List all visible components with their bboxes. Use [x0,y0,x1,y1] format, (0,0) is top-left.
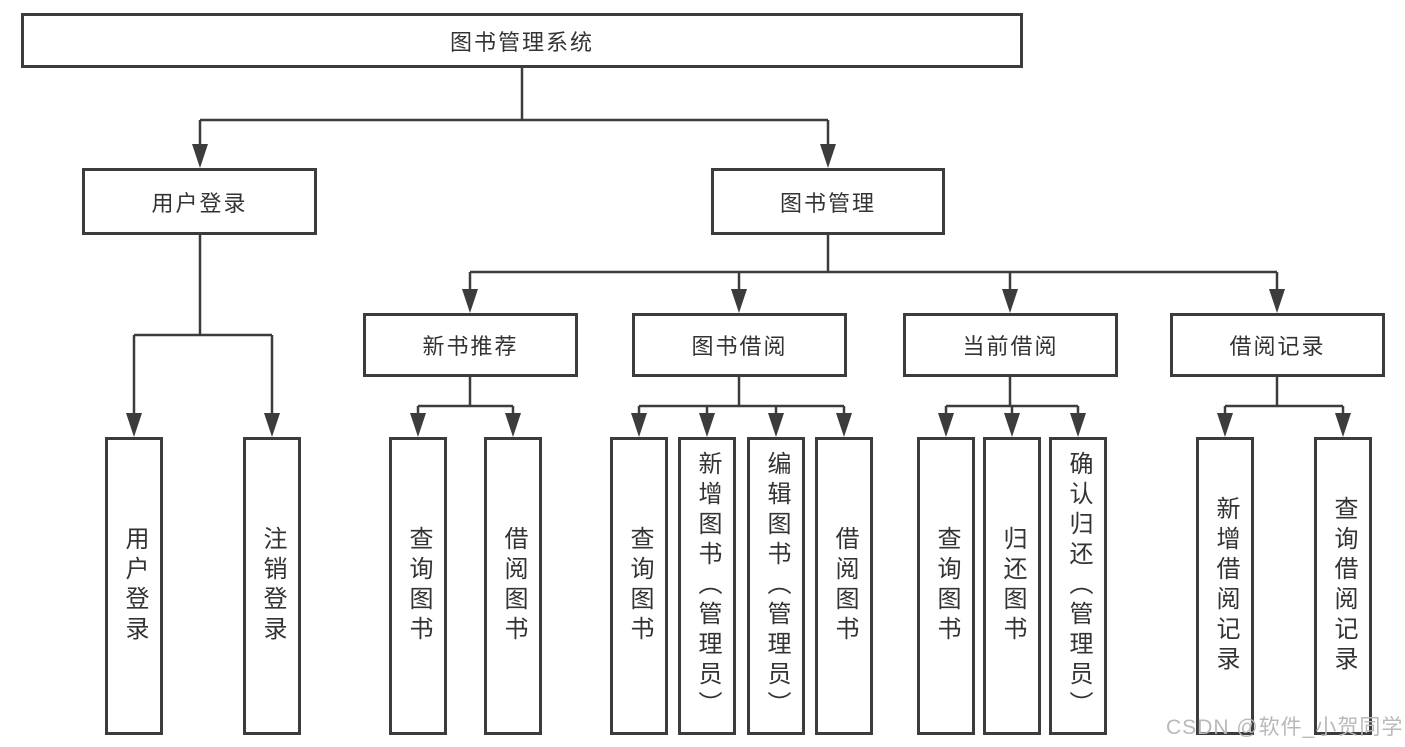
csdn-watermark: CSDN @软件_小贺同学 [1166,716,1404,739]
leaf-query-borrow-record-label: 查询借阅记录 [1330,496,1357,676]
leaf-borrow-books-recommend-label: 借阅图书 [500,526,527,646]
node-book-management-label: 图书管理 [779,190,876,216]
node-current-borrow-label: 当前借阅 [962,334,1059,359]
node-root-label: 图书管理系统 [449,29,594,55]
leaf-query-books-borrow-label: 查询图书 [626,526,653,646]
leaf-query-borrow-record: 查询借阅记录 [1314,437,1372,735]
leaf-logout-label: 注销登录 [259,526,286,646]
node-user-login: 用户登录 [82,168,317,235]
leaf-edit-books-admin-label: 编辑图书（管理员） [763,451,790,721]
leaf-user-login: 用户登录 [105,437,163,735]
leaf-add-borrow-record: 新增借阅记录 [1196,437,1254,735]
leaf-confirm-return-admin: 确认归还（管理员） [1049,437,1107,735]
leaf-return-books: 归还图书 [983,437,1041,735]
leaf-add-books-admin-label: 新增图书（管理员） [694,451,721,721]
leaf-query-books-recommend: 查询图书 [389,437,447,735]
leaf-user-login-label: 用户登录 [121,526,148,646]
leaf-query-books-current: 查询图书 [917,437,975,735]
node-book-management: 图书管理 [711,168,945,235]
node-borrow-records: 借阅记录 [1170,313,1385,377]
leaf-return-books-label: 归还图书 [999,526,1026,646]
leaf-add-borrow-record-label: 新增借阅记录 [1212,496,1239,676]
node-root: 图书管理系统 [21,13,1023,68]
leaf-logout: 注销登录 [243,437,301,735]
leaf-query-books-recommend-label: 查询图书 [405,526,432,646]
leaf-borrow-books-recommend: 借阅图书 [484,437,542,735]
node-current-borrow: 当前借阅 [903,313,1118,377]
node-user-login-label: 用户登录 [151,190,248,216]
leaf-add-books-admin: 新增图书（管理员） [678,437,736,735]
leaf-query-books-borrow: 查询图书 [610,437,668,735]
node-book-borrow: 图书借阅 [632,313,847,377]
arrowheads [126,144,1351,437]
node-new-book-recommend: 新书推荐 [363,313,578,377]
node-borrow-records-label: 借阅记录 [1229,334,1326,359]
leaf-confirm-return-admin-label: 确认归还（管理员） [1065,451,1092,721]
node-book-borrow-label: 图书借阅 [691,334,788,359]
leaf-query-books-current-label: 查询图书 [933,526,960,646]
leaf-borrow-books: 借阅图书 [815,437,873,735]
leaf-edit-books-admin: 编辑图书（管理员） [747,437,805,735]
node-new-book-recommend-label: 新书推荐 [422,334,519,359]
leaf-borrow-books-label: 借阅图书 [831,526,858,646]
